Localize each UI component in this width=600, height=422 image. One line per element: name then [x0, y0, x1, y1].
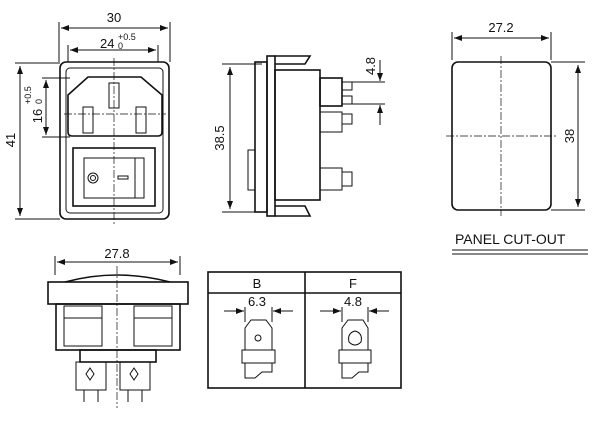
terminal-f-width-dim: 4.8: [344, 294, 362, 309]
terminal-table: B F 6.3 4.8: [207, 271, 402, 389]
cutout-width-dim: 27.2: [488, 20, 513, 35]
column-header-f: F: [349, 276, 357, 291]
inlet-height-dim: 16: [30, 109, 45, 123]
inner-width-tol-lower: 0: [118, 41, 123, 51]
inner-width-dim: 24: [100, 36, 114, 51]
width-dim: 30: [107, 10, 121, 25]
terminal-b-width-dim: 6.3: [248, 294, 266, 309]
side-view: 38.5 4.8: [212, 55, 385, 217]
bottom-width-dim: 27.8: [104, 246, 129, 261]
panel-cutout: 27.2 38 PANEL CUT-OUT: [446, 20, 588, 255]
column-header-b: B: [253, 276, 262, 291]
cutout-height-dim: 38: [562, 129, 577, 143]
inlet-height-tol-lower: 0: [34, 99, 44, 104]
inlet-height-tol-upper: +0.5: [23, 86, 33, 104]
height-dim: 41: [3, 133, 18, 147]
terminal-dim: 4.8: [363, 57, 378, 75]
inner-width-tol-upper: +0.5: [118, 32, 136, 42]
bottom-view: 27.8: [47, 246, 189, 408]
front-view: 30 24 +0.5 0 41 16 +0.5 0: [3, 10, 171, 225]
panel-cutout-label: PANEL CUT-OUT: [455, 231, 566, 247]
side-height-dim: 38.5: [212, 125, 227, 150]
